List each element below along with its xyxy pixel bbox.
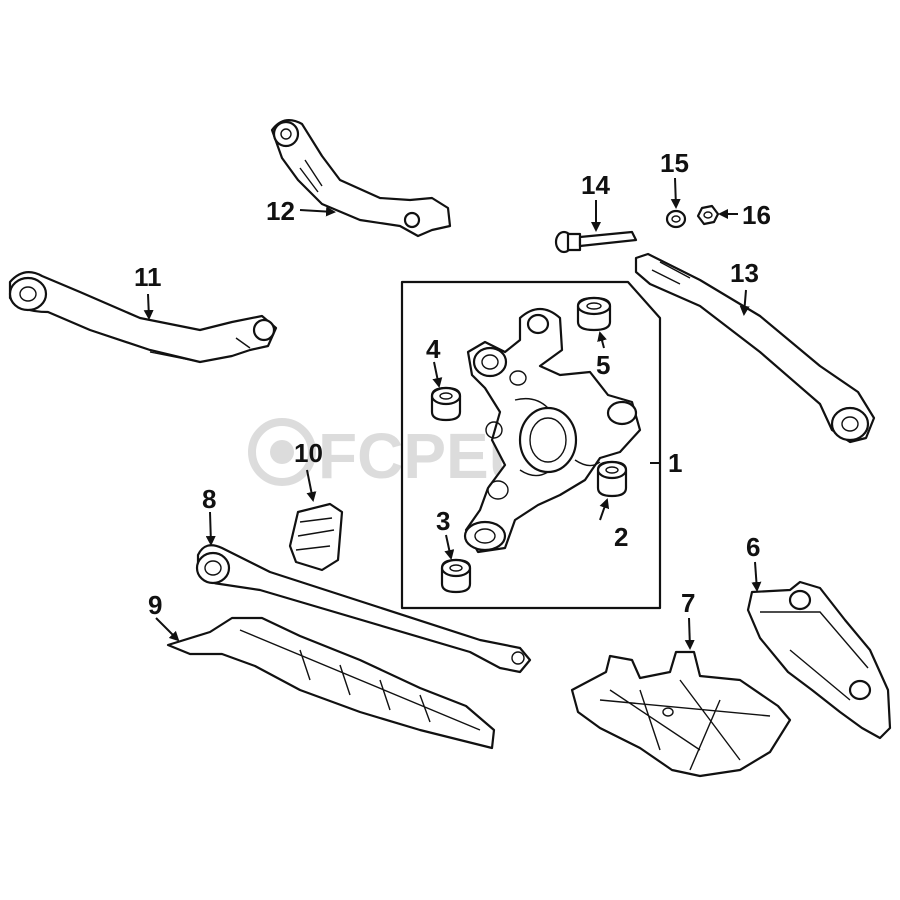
link-13[interactable]: [634, 252, 876, 444]
bushing-2[interactable]: [596, 460, 628, 498]
arm-12[interactable]: [270, 119, 452, 238]
leader-11: [143, 293, 154, 320]
nut-15[interactable]: [665, 209, 687, 229]
callout-12: 12: [266, 196, 295, 226]
leader-5: [597, 331, 607, 349]
callout-7: 7: [681, 588, 695, 618]
leader-12: [299, 206, 336, 217]
callout-15: 15: [660, 148, 689, 178]
callout-1: 1: [668, 448, 682, 478]
knuckle-group-box: [400, 280, 662, 610]
leader-3: [444, 534, 455, 560]
bolt-14[interactable]: [554, 230, 638, 254]
callout-10: 10: [294, 438, 323, 468]
callout-4: 4: [426, 334, 441, 364]
arm-11[interactable]: [8, 271, 278, 364]
bracket-10[interactable]: [288, 502, 344, 572]
callout-13: 13: [730, 258, 759, 288]
knuckle[interactable]: [463, 307, 642, 554]
leader-2: [599, 498, 610, 521]
bracket-6[interactable]: [746, 580, 892, 740]
callout-numbers: 1 2 3 4 5 6 7 8 9 10 11 12 13 14 15 16: [134, 148, 771, 620]
leader-10: [306, 469, 317, 502]
callout-9: 9: [148, 590, 162, 620]
leader-8: [205, 511, 216, 546]
callout-8: 8: [202, 484, 216, 514]
leader-4: [432, 361, 443, 388]
leader-9: [155, 617, 180, 642]
bushing-4[interactable]: [430, 386, 462, 422]
leader-6: [751, 561, 762, 592]
shield-9[interactable]: [166, 616, 496, 750]
callout-16: 16: [742, 200, 771, 230]
leader-13: [739, 289, 750, 316]
leader-7: [684, 617, 695, 650]
callout-5: 5: [596, 350, 610, 380]
callout-3: 3: [436, 506, 450, 536]
leader-lines: [143, 177, 762, 650]
nut-16[interactable]: [696, 204, 720, 226]
callout-2: 2: [614, 522, 628, 552]
bushing-5[interactable]: [576, 296, 612, 332]
callout-14: 14: [581, 170, 610, 200]
callout-6: 6: [746, 532, 760, 562]
callout-11: 11: [134, 262, 162, 292]
shield-7[interactable]: [570, 650, 792, 778]
leader-15: [670, 177, 681, 209]
bushing-3[interactable]: [440, 558, 472, 594]
